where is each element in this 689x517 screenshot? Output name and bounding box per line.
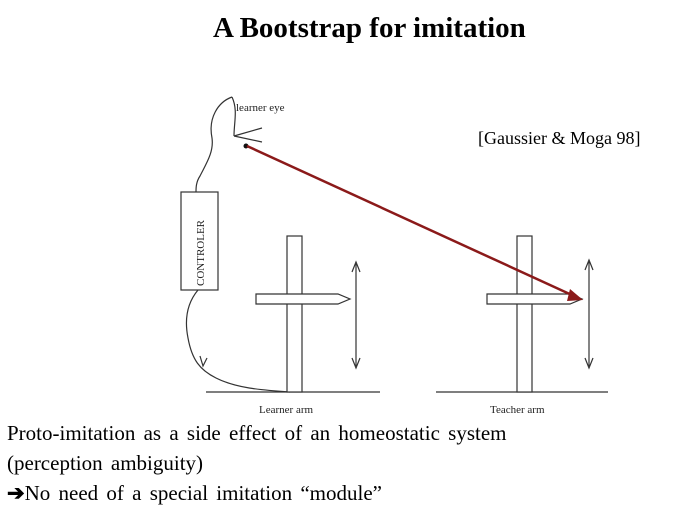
controller-box bbox=[180, 191, 219, 291]
learner-arm-label: Learner arm bbox=[259, 404, 313, 416]
body-line-1: Proto-imitation as a side effect of an h… bbox=[7, 421, 507, 445]
learner-head-outline bbox=[195, 96, 233, 193]
gaze-arrow-head bbox=[567, 289, 583, 301]
citation: [Gaussier & Moga 98] bbox=[478, 128, 641, 148]
teacher-post bbox=[516, 235, 533, 393]
slide-body-text: Proto-imitation as a side effect of an h… bbox=[7, 418, 687, 508]
learner-eye-label: learner eye bbox=[236, 102, 285, 114]
slide-title-text: A Bootstrap for imitation bbox=[213, 12, 526, 44]
teacher-motion-arrow-top bbox=[584, 258, 594, 271]
controller-label: CONTROLER bbox=[195, 219, 207, 286]
learner-eye-wedge bbox=[233, 127, 263, 143]
right-arrow-icon: ➔ bbox=[7, 481, 25, 505]
learner-motion-arrow-top bbox=[351, 260, 361, 273]
body-line-3-text: No need of a special imitation “module” bbox=[24, 481, 382, 505]
body-line-3: ➔No need of a special imitation “module” bbox=[7, 478, 687, 508]
learner-arm bbox=[255, 293, 352, 305]
learner-motion-arrow-bottom bbox=[351, 357, 361, 370]
controller-to-arm-wire bbox=[185, 289, 291, 393]
teacher-motion-arrow-bottom bbox=[584, 357, 594, 370]
learner-head-back bbox=[231, 96, 236, 137]
learner-post bbox=[286, 235, 303, 393]
teacher-arm bbox=[486, 293, 584, 305]
gaze-arrow-line bbox=[246, 144, 575, 298]
wire-arrowhead bbox=[199, 355, 208, 368]
body-line-2: (perception ambiguity) bbox=[7, 451, 204, 475]
gaze-arrow bbox=[246, 144, 583, 301]
teacher-arm-label: Teacher arm bbox=[490, 404, 545, 416]
